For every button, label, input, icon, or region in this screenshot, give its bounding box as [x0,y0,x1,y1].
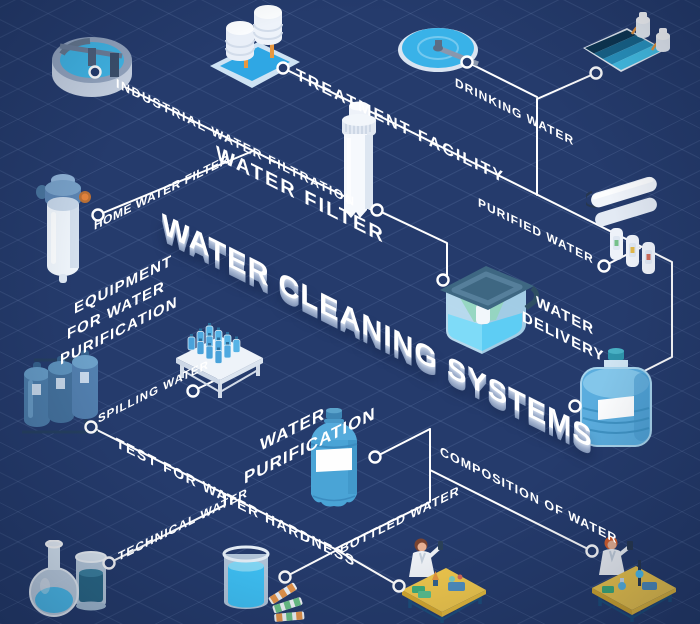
filter-pitcher [440,266,540,354]
bottle-rack-table [176,323,263,398]
plastic-water-bottle [310,408,358,507]
sedimentation-tank [52,37,132,97]
lab-flask-and-beaker [29,540,107,617]
home-water-filter-unit [36,174,91,283]
water-glass-and-test-strips [222,545,305,622]
industrial-blue-tanks [22,350,98,434]
scientist-lab-table-2 [592,536,676,622]
filtration-basin [583,12,670,72]
reverse-osmosis-filter [586,176,657,274]
filter-cartridge [342,101,376,218]
scientist-lab-table [402,538,486,623]
storage-tanks-basin [210,5,300,88]
water-cooler-bottle [580,348,652,447]
